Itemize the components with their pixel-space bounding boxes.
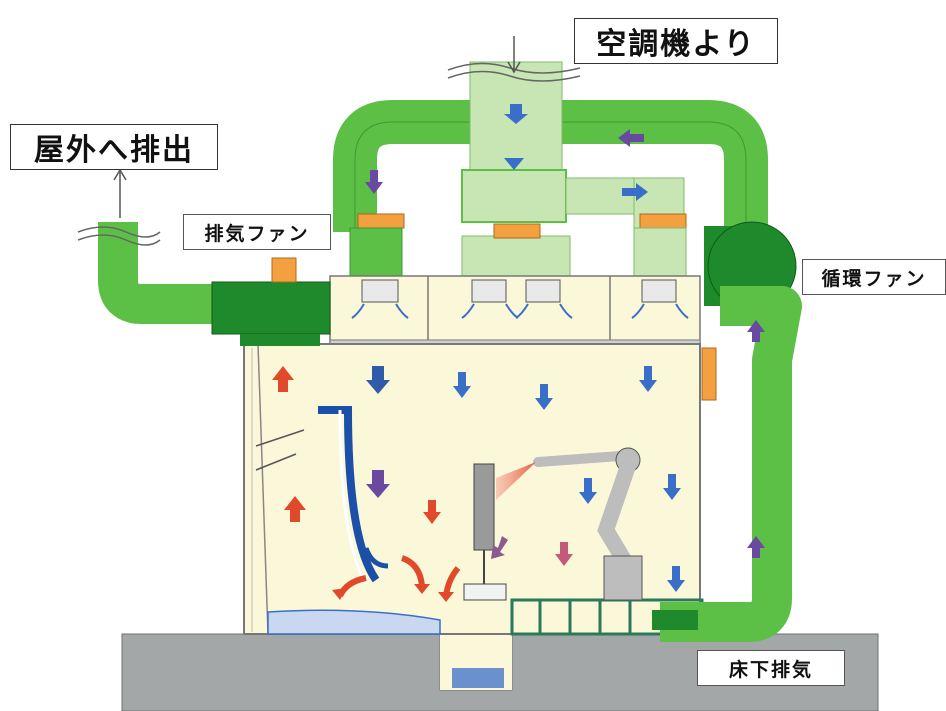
exhaust-duct xyxy=(77,168,222,324)
down-arrow xyxy=(504,104,528,124)
label-exhaust-outside: 屋外へ排出 xyxy=(10,124,218,170)
label-underfloor-exhaust: 床下排気 xyxy=(697,650,845,686)
ceiling-filter-bags xyxy=(361,279,677,303)
down-arrow xyxy=(423,500,441,524)
return-duct xyxy=(652,286,802,642)
up-arrow xyxy=(284,496,306,522)
down-arrow xyxy=(491,536,508,559)
airflow-arrows xyxy=(272,104,765,602)
label-from-ac: 空調機より xyxy=(574,18,778,64)
down-arrow xyxy=(663,474,681,500)
supply-filter-center xyxy=(493,223,541,239)
down-arrow xyxy=(366,366,390,394)
label-circulation-fan: 循環ファン xyxy=(802,259,946,295)
up-arrow xyxy=(272,366,294,392)
down-arrow xyxy=(667,566,685,592)
down-arrow xyxy=(366,470,390,498)
baffle-plate xyxy=(255,406,380,585)
up-arrow xyxy=(747,320,765,342)
down-arrow xyxy=(555,542,573,566)
water-channel xyxy=(267,609,441,635)
exhaust-fan xyxy=(211,257,331,346)
right-arrow xyxy=(622,183,648,201)
down-arrow xyxy=(639,366,657,392)
down-arrow xyxy=(504,158,524,170)
down-arrow xyxy=(365,170,383,194)
workpiece xyxy=(463,463,507,601)
paint-robot xyxy=(533,447,643,601)
supply-filter-right xyxy=(639,213,687,229)
label-exhaust-fan: 排気ファン xyxy=(183,214,331,250)
down-arrow xyxy=(535,384,553,410)
left-arrow xyxy=(618,129,644,147)
floor-slab xyxy=(121,633,879,711)
up-arrow xyxy=(747,536,765,558)
down-arrow xyxy=(579,478,597,504)
down-arrow xyxy=(453,372,471,398)
supply-filter-left xyxy=(357,213,405,229)
paint-spray-cone xyxy=(496,462,536,500)
